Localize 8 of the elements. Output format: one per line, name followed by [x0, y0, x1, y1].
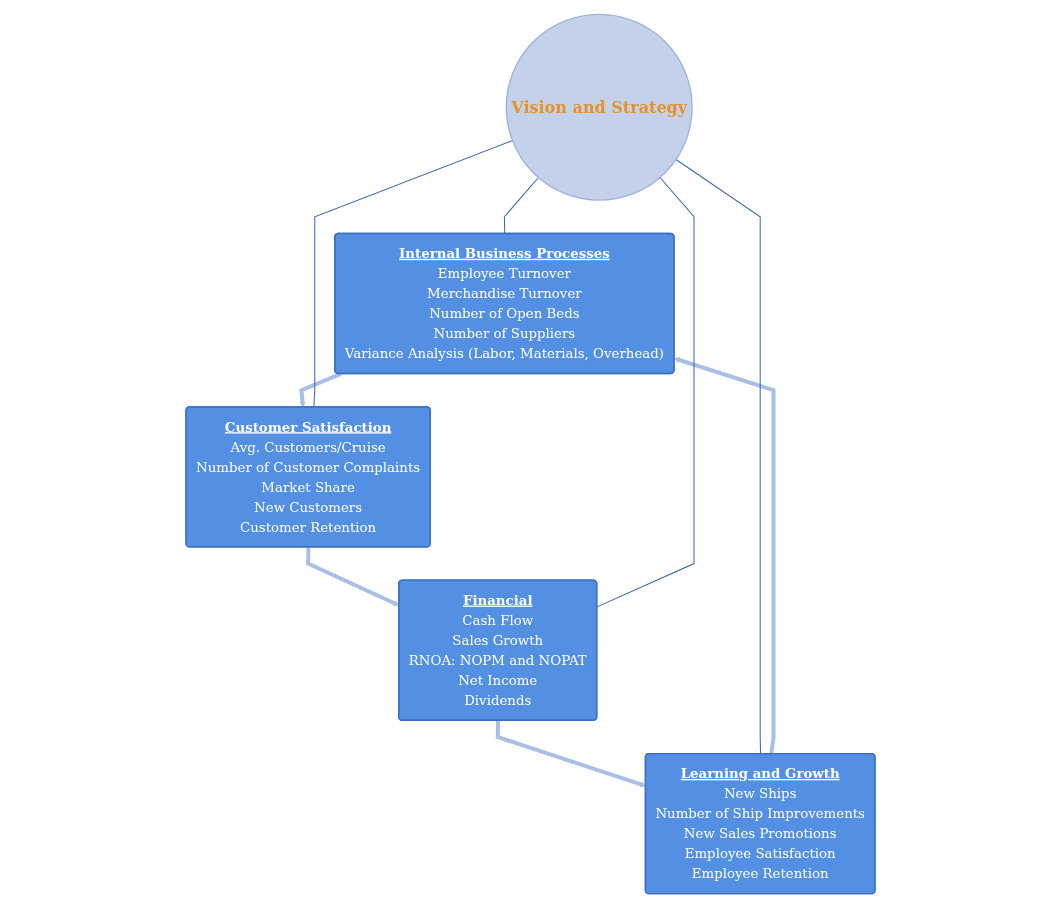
- node-circle: Vision and Strategy: [506, 13, 694, 201]
- connector: [597, 176, 695, 607]
- connector: [504, 176, 540, 234]
- arrow: [299, 371, 343, 407]
- arrow: [674, 356, 776, 754]
- arrow: [306, 546, 400, 606]
- connector: [676, 158, 762, 754]
- connector: [313, 139, 514, 408]
